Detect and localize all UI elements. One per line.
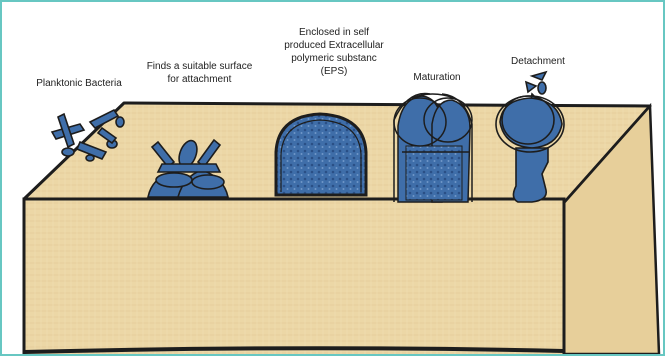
label-detachment: Detachment (496, 55, 580, 68)
label-planktonic-bacteria: Planktonic Bacteria (24, 77, 134, 90)
mature-biofilm (394, 94, 472, 202)
label-eps: Enclosed in self produced Extracellular … (264, 26, 404, 78)
attached-bacteria (148, 138, 228, 197)
eps-enclosed-colony (276, 114, 366, 195)
label-suitable-surface: Finds a suitable surface for attachment (132, 60, 267, 86)
surface-front (24, 199, 564, 354)
label-maturation: Maturation (402, 71, 472, 84)
